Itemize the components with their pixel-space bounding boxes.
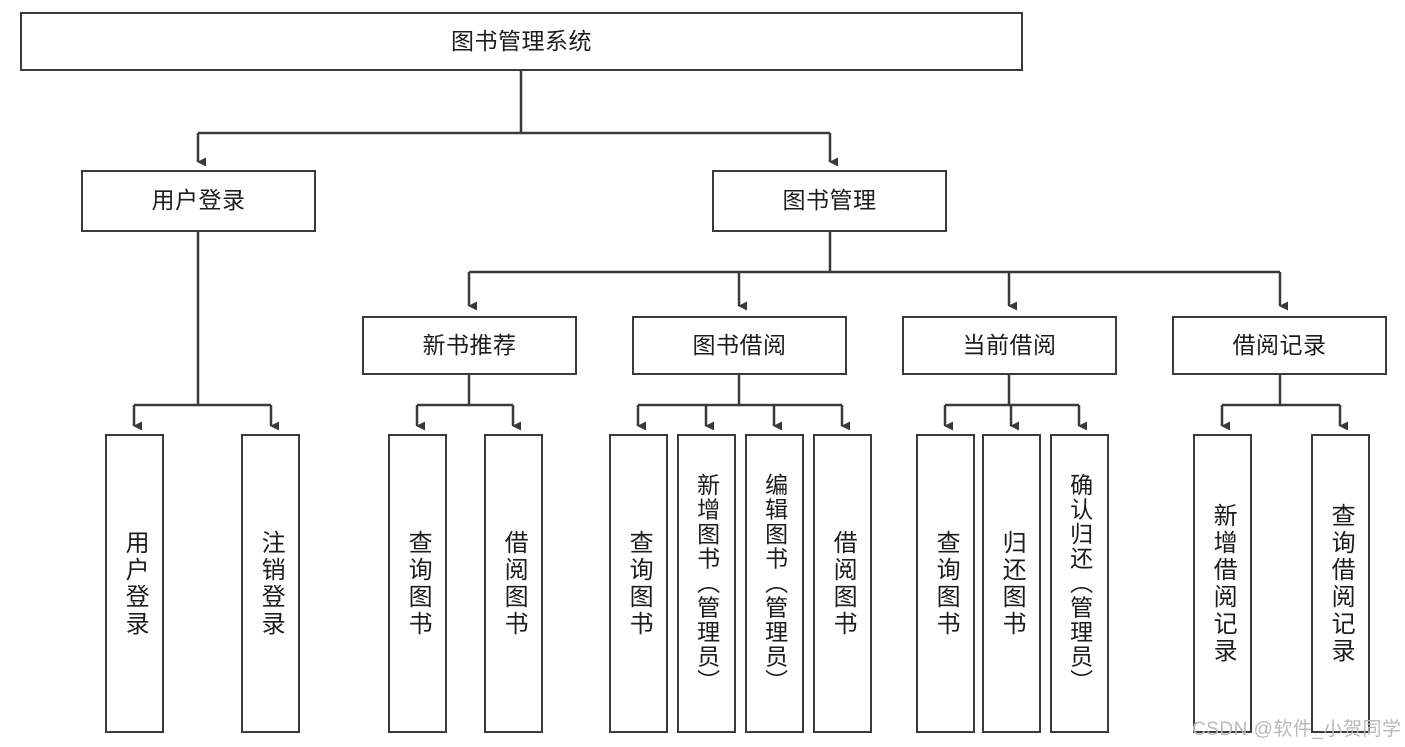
node-label: 新书推荐: [422, 331, 517, 358]
node-label: 借阅图书: [500, 529, 528, 638]
node-label: 编辑图书（管理员）: [761, 473, 788, 694]
node-label: 新增借阅记录: [1209, 502, 1237, 665]
node-label: 图书管理系统: [451, 27, 592, 54]
node-label: 用户登录: [151, 187, 246, 214]
node-label: 查询图书: [404, 529, 432, 638]
leaf-logout[interactable]: 注销登录: [241, 434, 300, 733]
leaf-query-book-recommend[interactable]: 查询图书: [388, 434, 447, 733]
node-label: 确认归还（管理员）: [1066, 473, 1093, 694]
leaf-return-book[interactable]: 归还图书: [982, 434, 1041, 733]
node-label: 查询图书: [625, 529, 653, 638]
node-label: 归还图书: [998, 529, 1026, 638]
node-label: 借阅记录: [1232, 331, 1327, 358]
node-book-borrow[interactable]: 图书借阅: [632, 316, 847, 375]
leaf-query-book-borrow[interactable]: 查询图书: [609, 434, 668, 733]
node-label: 新增图书（管理员）: [693, 473, 720, 694]
node-label: 当前借阅: [962, 331, 1057, 358]
node-label: 图书借阅: [692, 331, 787, 358]
watermark: CSDN @软件_小贺同学: [1192, 719, 1402, 740]
node-new-book-recommend[interactable]: 新书推荐: [362, 316, 577, 375]
node-user-login[interactable]: 用户登录: [81, 170, 316, 232]
node-label: 查询借阅记录: [1327, 502, 1355, 665]
node-label: 查询图书: [932, 529, 960, 638]
leaf-borrow-book[interactable]: 借阅图书: [813, 434, 872, 733]
leaf-add-book-admin[interactable]: 新增图书（管理员）: [677, 434, 736, 733]
node-label: 用户登录: [121, 529, 149, 638]
leaf-query-book-current[interactable]: 查询图书: [916, 434, 975, 733]
leaf-add-borrow-record[interactable]: 新增借阅记录: [1193, 434, 1252, 733]
leaf-user-login[interactable]: 用户登录: [105, 434, 164, 733]
leaf-query-borrow-record[interactable]: 查询借阅记录: [1311, 434, 1370, 733]
leaf-borrow-book-recommend[interactable]: 借阅图书: [484, 434, 543, 733]
node-label: 图书管理: [782, 187, 877, 214]
node-label: 注销登录: [257, 529, 285, 638]
node-borrow-record[interactable]: 借阅记录: [1172, 316, 1387, 375]
node-current-borrow[interactable]: 当前借阅: [902, 316, 1117, 375]
node-label: 借阅图书: [829, 529, 857, 638]
leaf-confirm-return-admin[interactable]: 确认归还（管理员）: [1050, 434, 1109, 733]
leaf-edit-book-admin[interactable]: 编辑图书（管理员）: [745, 434, 804, 733]
node-root-system[interactable]: 图书管理系统: [20, 12, 1023, 71]
node-book-management[interactable]: 图书管理: [712, 170, 947, 232]
